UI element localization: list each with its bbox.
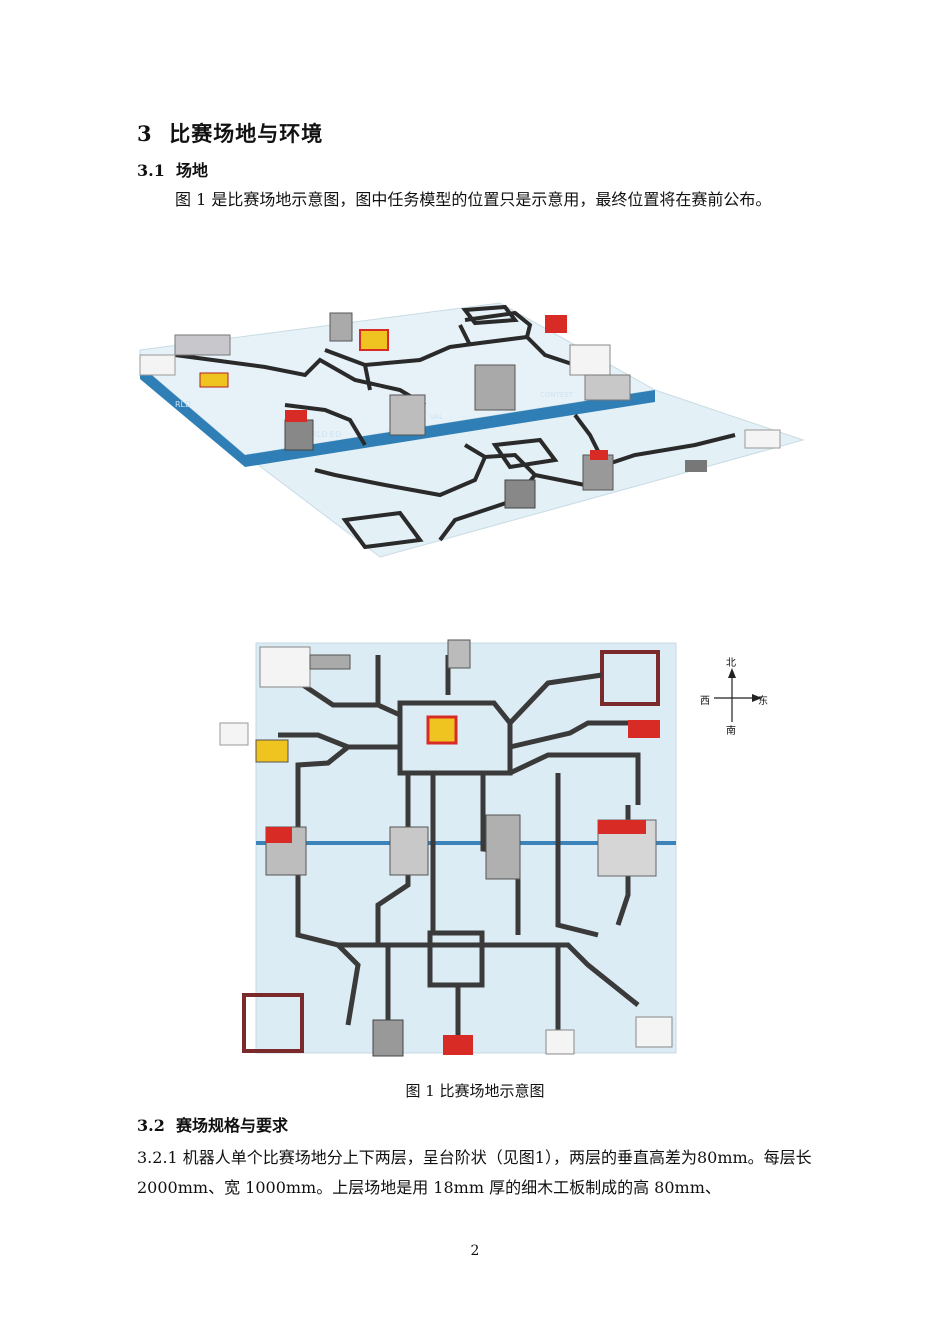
logo-text-right: CONTEST [540,391,574,399]
spec-paragraph: 3.2.1 机器人单个比赛场地分上下两层，呈台阶状（见图1），两层的垂直高差为8… [137,1148,812,1197]
heading-title: 赛场规格与要求 [175,1116,288,1135]
heading-title: 场地 [175,161,208,180]
platform-side [140,365,245,467]
section-heading-3: 3 比赛场地与环境 [137,118,323,148]
logo-text-left: RLD [175,400,191,409]
platform-front [245,390,655,467]
compass-south: 南 [726,726,736,737]
compass-east: 东 [758,696,768,707]
section-heading-3-1: 3.1 场地 [137,157,208,181]
compass-arrows-icon [714,668,762,722]
compass-north: 北 [726,658,736,669]
logo-text-mid: ORLD ED [305,430,341,439]
track-lines-perspective [174,304,736,550]
start-zone-ne [600,650,660,706]
tier-divider [256,841,676,845]
compass-west: 西 [700,696,710,707]
field-perspective-image: ORLD ED CONTEST RLD VAL [139,302,805,558]
task-models-top [219,639,673,1057]
heading-number: 3 [137,121,153,146]
task-models-perspective [139,312,781,509]
intro-paragraph: 图 1 是比赛场地示意图，图中任务模型的位置只是示意用，最终位置将在赛前公布。 [175,190,772,209]
figure-caption: 图 1 比赛场地示意图 [405,1082,545,1100]
center-box-lower [427,930,485,988]
compass: 北 南 西 东 [700,652,770,737]
page-number: 2 [470,1243,480,1259]
field-top-view-image [219,639,677,1057]
heading-number: 3.1 [137,161,165,180]
heading-title: 比赛场地与环境 [169,121,324,146]
heading-number: 3.2 [137,1116,165,1135]
section-heading-3-2: 3.2 赛场规格与要求 [137,1112,288,1136]
logo-text-fest: VAL [430,413,443,421]
track-lines-top [278,655,641,1035]
start-zone-sw [242,993,304,1053]
